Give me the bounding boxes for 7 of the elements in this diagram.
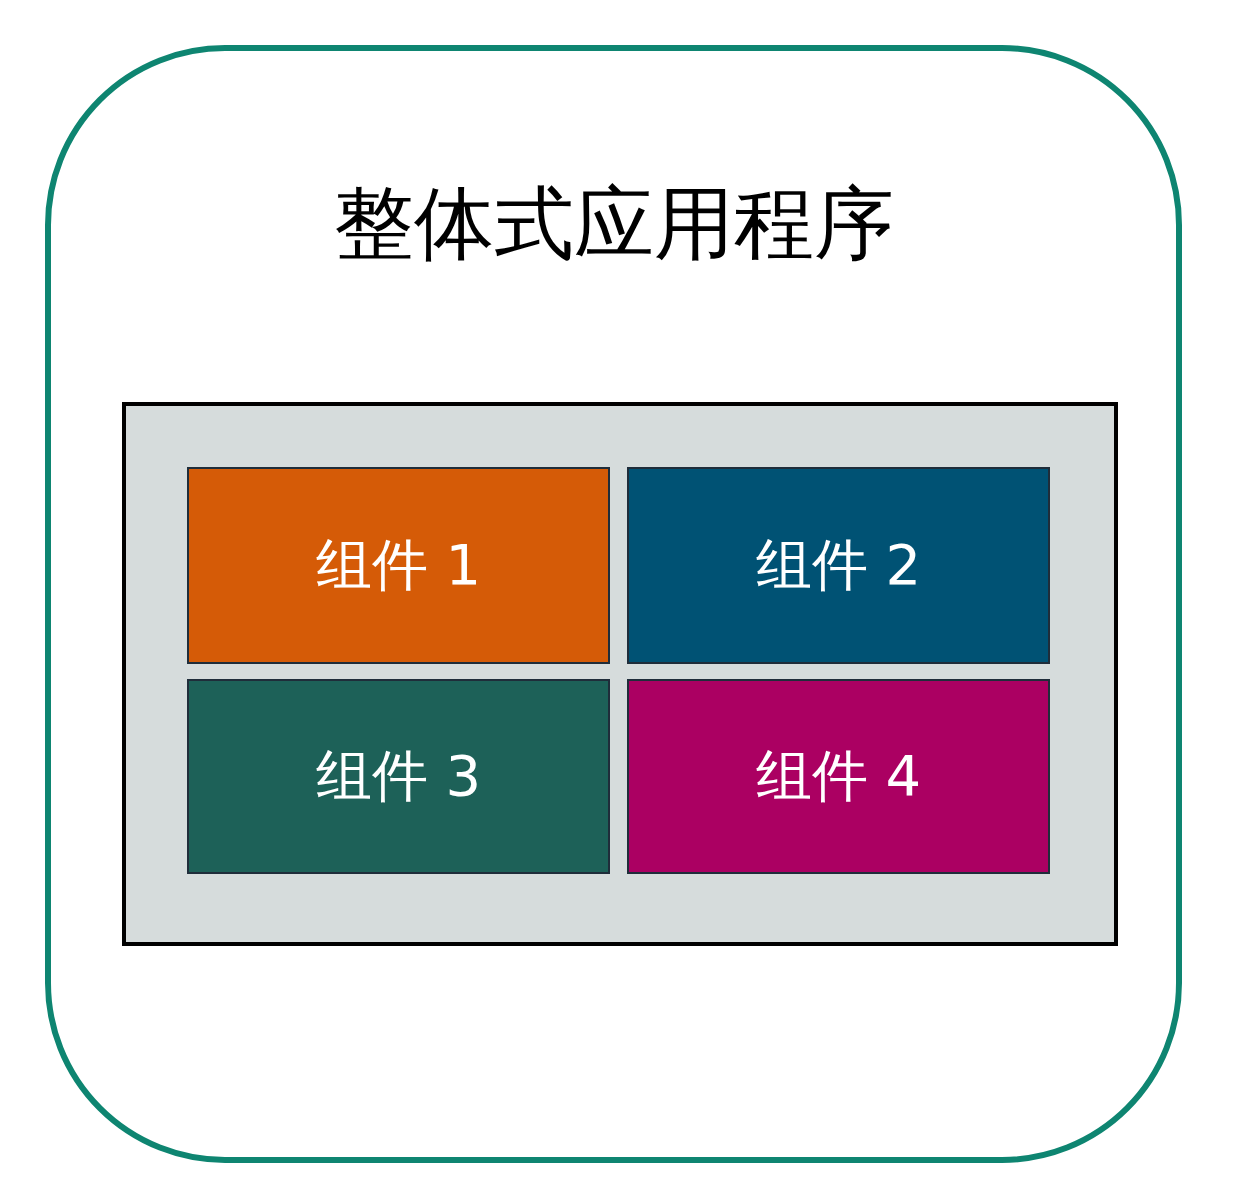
container-panel	[122, 402, 1118, 946]
component-box: 组件 3	[187, 679, 610, 874]
component-box: 组件 2	[627, 467, 1050, 664]
component-box: 组件 1	[187, 467, 610, 664]
component-box: 组件 4	[627, 679, 1050, 874]
application-frame	[45, 45, 1182, 1163]
heading: 整体式应用程序	[332, 176, 895, 272]
